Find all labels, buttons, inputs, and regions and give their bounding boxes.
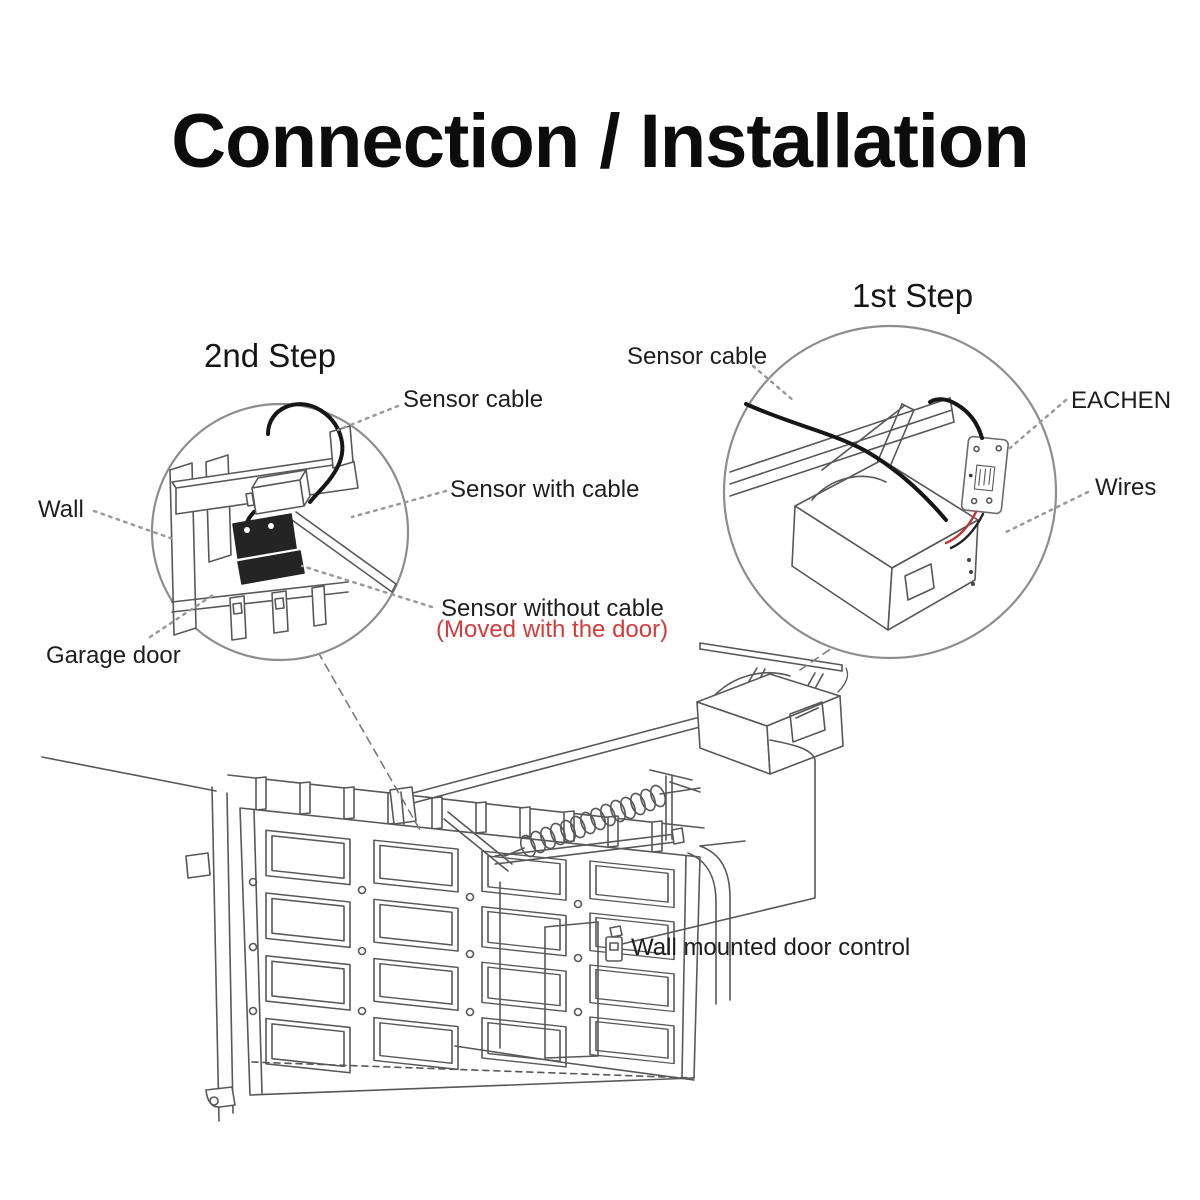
door-track [494,769,746,1005]
sensor-cable-drawing [266,402,345,504]
step2-title: 2nd Step [204,337,337,374]
leader-sensor-cable-left [336,404,400,432]
step1-title: 1st Step [852,277,974,314]
leader-wires [1000,490,1090,536]
leader-sensor-cable-right [751,364,796,403]
sensor-without-cable-drawing [232,513,305,585]
eachen-device-drawing [960,435,1009,515]
step2-zoom-leader [317,651,421,831]
label-eachen: EACHEN [1071,387,1172,414]
garage-scene [41,629,859,1122]
step2-detail [150,402,410,662]
label-garage-door: Garage door [46,642,181,669]
right-wall [454,881,695,1081]
label-wall: Wall [38,496,84,523]
leader-sensor-with-cable [350,489,448,519]
label-wires: Wires [1095,474,1157,501]
hinge-dots [248,877,583,1017]
red-wire-drawing [944,510,978,545]
label-sensor-cable-right: Sensor cable [627,343,768,370]
leader-sensor-without-cable [300,564,434,609]
opener-rail [389,716,701,872]
sensor-with-cable-drawing [245,469,311,515]
leader-garage-door [148,591,218,639]
motor-unit-drawing [696,642,849,775]
garage-door-drawing [239,807,701,1096]
label-sensor-cable-left: Sensor cable [403,386,544,413]
door-frame [185,786,236,1122]
label-wall-control: Wall mounted door control [631,934,911,961]
label-sensor-without-cable: Sensor without cable [441,595,664,622]
leader-wall [92,509,178,542]
motor-unit-zoom-drawing [791,459,979,631]
step1-detail [722,324,1058,660]
page-title: Connection / Installation [171,99,1029,184]
label-sensor-with-cable: Sensor with cable [450,476,640,503]
label-leaders [92,364,1090,639]
label-sensor-without-cable-note: (Moved with the door) [436,616,669,643]
wall-control-drawing [605,739,816,962]
sensor-cable-long-drawing [744,402,948,522]
ceiling-edge [41,756,217,792]
header-studs [227,774,705,853]
black-wire-drawing [949,512,985,550]
